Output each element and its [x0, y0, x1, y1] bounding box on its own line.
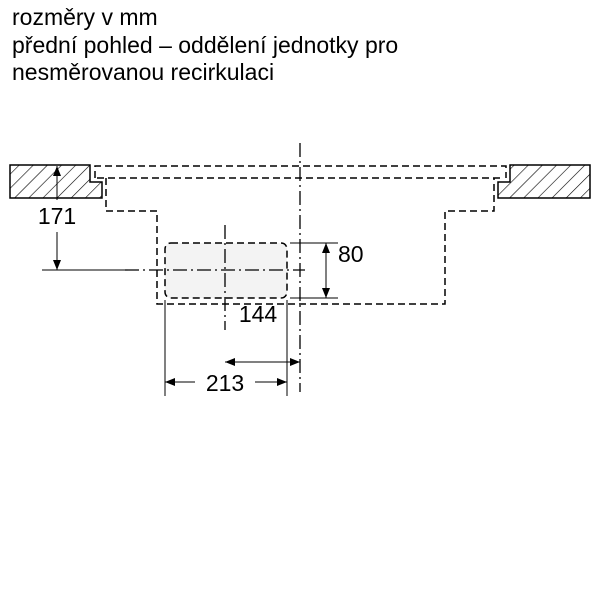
- hob-body-outline: [105, 178, 495, 305]
- dim-80-label: 80: [338, 241, 364, 267]
- dim-144-label: 144: [239, 301, 278, 327]
- hob-top-outline: [94, 165, 507, 178]
- dim-213-label: 213: [206, 370, 244, 396]
- worktop-right: [497, 164, 591, 199]
- title-line-view: přední pohled – oddělení jednotky pro: [12, 31, 399, 58]
- title-line-units: rozměry v mm: [12, 4, 158, 30]
- dim-171-label: 171: [38, 203, 76, 229]
- diagram-title: rozměry v mm přední pohled – oddělení je…: [12, 4, 398, 87]
- worktop-left: [9, 164, 103, 199]
- title-line-view-cont: nesměrovanou recirkulaci: [12, 59, 275, 85]
